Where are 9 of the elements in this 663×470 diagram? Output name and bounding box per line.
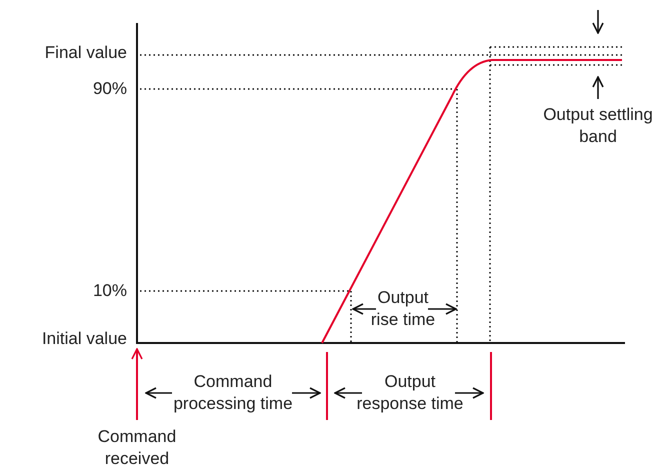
annotation-text: Output settling band: [542, 104, 654, 148]
annotation-text: Command processing time: [173, 371, 293, 415]
annotation-text: Output response time: [356, 371, 464, 415]
axis-label: 90%: [92, 78, 127, 100]
axis-label: 10%: [92, 280, 127, 302]
annotation-text: Output rise time: [370, 287, 436, 331]
axis-label: Final value: [44, 42, 127, 64]
axis-label: Initial value: [42, 328, 127, 350]
annotation-text: Command received: [96, 426, 178, 470]
